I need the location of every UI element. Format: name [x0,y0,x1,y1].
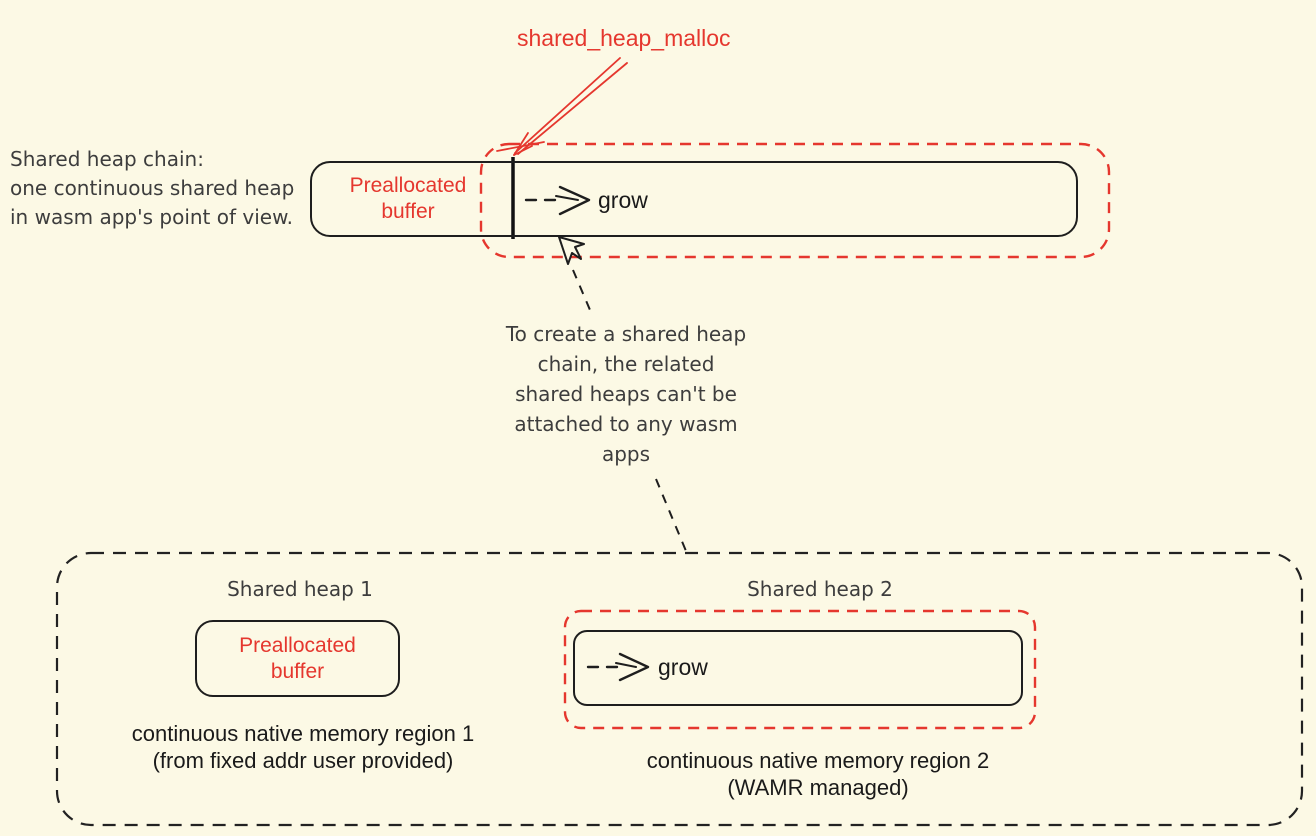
heap1-caption: continuous native memory region 1 (from … [131,721,475,773]
chain-preallocated-buffer-label: Preallocated buffer [349,174,467,223]
note-connector-lower [655,478,687,552]
heap1-preallocated-buffer-label: Preallocated buffer [239,633,356,683]
heap1-title: Shared heap 1 [227,577,373,601]
creation-note: To create a shared heap chain, the relat… [505,322,747,466]
heap1-preallocated-buffer-box: Preallocated buffer [195,620,400,697]
note-connector-upper [572,269,591,311]
malloc-arrow-icon [496,57,628,156]
chain-description: Shared heap chain: one continuous shared… [10,147,295,229]
heap2-title: Shared heap 2 [747,577,893,601]
chain-grow-label: grow [598,187,648,213]
malloc-function-label: shared_heap_malloc [517,25,731,51]
heap2-box [573,630,1023,706]
heap-chain-box [310,161,1078,237]
pointer-cursor-icon [558,236,585,265]
heap2-caption: continuous native memory region 2 (WAMR … [646,748,990,800]
heap2-grow-label: grow [658,654,708,680]
